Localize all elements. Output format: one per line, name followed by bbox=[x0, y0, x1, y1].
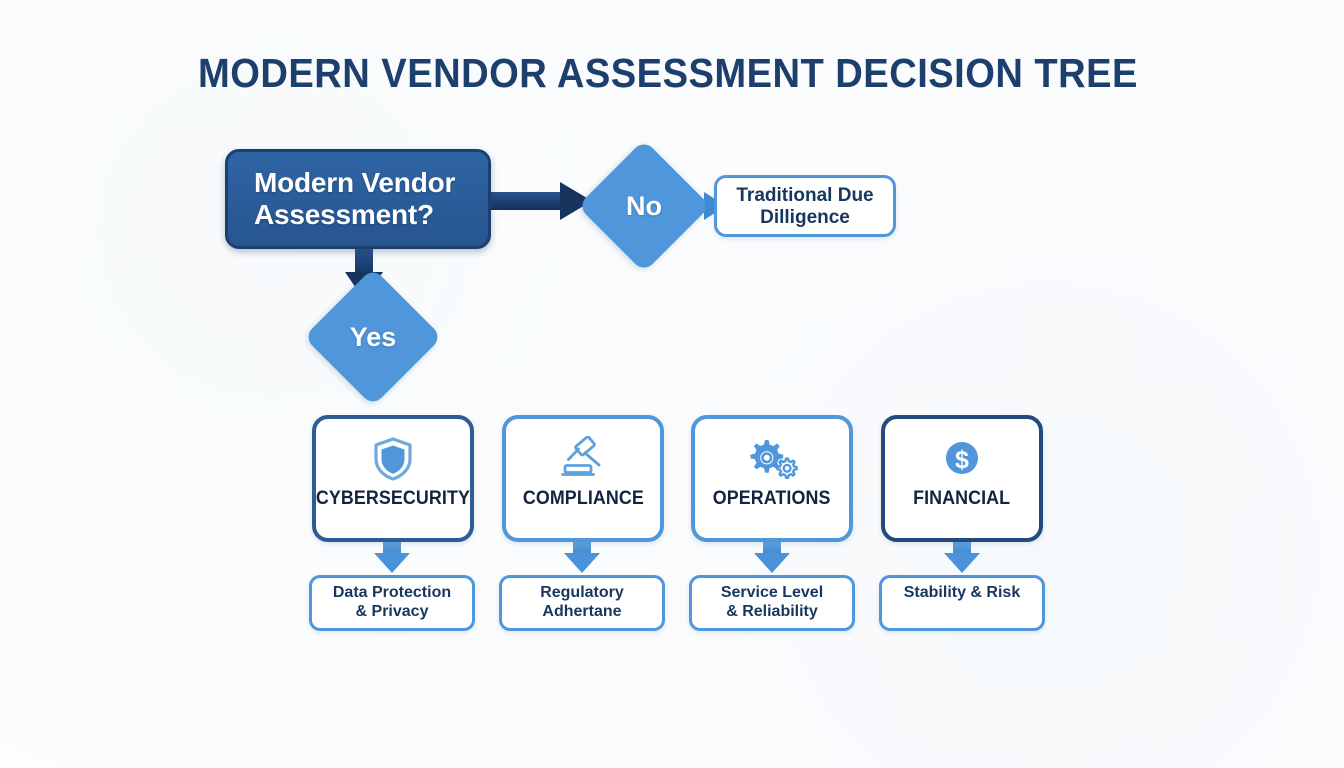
outcome-text: Stability & Risk bbox=[904, 584, 1020, 603]
outcome-line2: Adhertane bbox=[542, 602, 622, 620]
gavel-icon bbox=[558, 436, 608, 482]
root-node-line2: Assessment? bbox=[254, 199, 434, 230]
category-card-financial[interactable]: $ FINANCIAL bbox=[881, 415, 1043, 542]
outcome-box-financial[interactable]: Stability & Risk bbox=[879, 575, 1045, 631]
outcome-line2: & Privacy bbox=[355, 602, 429, 620]
outcome-line1: Data Protection bbox=[332, 584, 452, 601]
outcome-line1: Regulatory bbox=[540, 584, 624, 601]
arrow-cyber-to-outcome bbox=[374, 541, 410, 573]
decision-diamond-no[interactable]: No bbox=[577, 139, 711, 273]
outcome-text: Data Protection & Privacy bbox=[333, 584, 451, 622]
shield-icon bbox=[372, 436, 414, 482]
arrow-financial-to-outcome bbox=[944, 541, 980, 573]
outcome-line2: & Reliability bbox=[726, 602, 818, 620]
page-title: MODERN VENDOR ASSESSMENT DECISION TREE bbox=[198, 50, 1138, 96]
root-node-line1: Modern Vendor bbox=[254, 167, 456, 199]
outcome-box-operations[interactable]: Service Level & Reliability bbox=[689, 575, 855, 631]
category-card-operations[interactable]: OPERATIONS bbox=[691, 415, 853, 542]
gears-icon bbox=[745, 436, 799, 482]
diamond-yes-label: Yes bbox=[349, 321, 397, 352]
outcome-traditional-text: Traditional Due Dilligence bbox=[736, 185, 873, 229]
category-label: FINANCIAL bbox=[913, 488, 1011, 509]
outcome-text: Service Level & Reliability bbox=[721, 584, 823, 622]
category-card-compliance[interactable]: COMPLIANCE bbox=[502, 415, 664, 542]
dollar-circle-icon: $ bbox=[941, 436, 983, 482]
arrow-compliance-to-outcome bbox=[564, 541, 600, 573]
outcome-text: Regulatory Adhertane bbox=[540, 584, 624, 622]
diamond-no-label: No bbox=[626, 190, 662, 221]
outcome-traditional-due-diligence[interactable]: Traditional Due Dilligence bbox=[714, 175, 896, 237]
root-decision-node[interactable]: Modern Vendor Assessment? bbox=[225, 149, 491, 249]
root-node-text: Modern Vendor Assessment? bbox=[254, 167, 455, 231]
outcome-line1: Service Level bbox=[720, 584, 824, 601]
outcome-box-compliance[interactable]: Regulatory Adhertane bbox=[499, 575, 665, 631]
outcome-box-cybersecurity[interactable]: Data Protection & Privacy bbox=[309, 575, 475, 631]
arrow-root-to-no bbox=[491, 182, 592, 220]
category-label: OPERATIONS bbox=[713, 488, 831, 509]
category-label: COMPLIANCE bbox=[522, 488, 644, 509]
decision-diamond-yes[interactable]: Yes bbox=[303, 267, 443, 407]
category-label: CYBERSECURITY bbox=[315, 488, 471, 509]
outcome-line1: Stability & Risk bbox=[903, 584, 1021, 601]
outcome-traditional-line2: Dilligence bbox=[760, 207, 850, 229]
svg-text:$: $ bbox=[955, 446, 969, 474]
outcome-traditional-line1: Traditional Due bbox=[736, 185, 874, 206]
category-card-cybersecurity[interactable]: CYBERSECURITY bbox=[312, 415, 474, 542]
arrow-operations-to-outcome bbox=[754, 541, 790, 573]
